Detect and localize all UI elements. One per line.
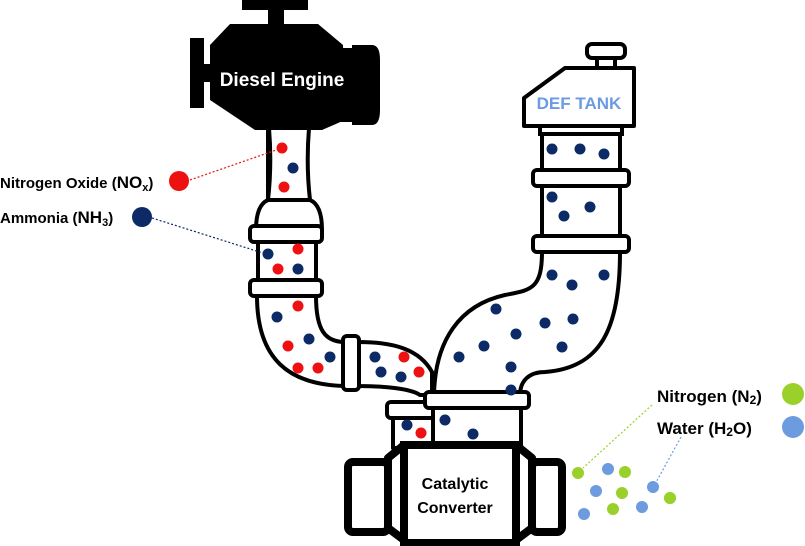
def-supply-pipe bbox=[423, 126, 631, 450]
nox-particle bbox=[415, 427, 427, 439]
catalytic-converter-icon: Catalytic Converter bbox=[344, 441, 566, 546]
ammonia-particle bbox=[539, 317, 551, 329]
nox-particle bbox=[413, 366, 425, 378]
legend-nox: Nitrogen Oxide (NOx) bbox=[0, 171, 189, 194]
def-tank-icon: DEF TANK bbox=[522, 42, 636, 136]
legend-ammonia: Ammonia (NH3) bbox=[0, 207, 152, 229]
legend-nox-name: Nitrogen Oxide bbox=[0, 175, 108, 192]
ammonia-particle bbox=[490, 303, 502, 315]
ammonia-particle bbox=[401, 419, 413, 431]
ammonia-particle bbox=[439, 414, 451, 426]
ammonia-particle bbox=[566, 279, 578, 291]
ammonia-particle bbox=[505, 384, 517, 396]
nox-particle bbox=[312, 362, 324, 374]
nox-particle bbox=[292, 362, 304, 374]
legend-nitrogen-name: Nitrogen bbox=[657, 387, 727, 406]
engine-exhaust-pipe bbox=[248, 126, 439, 450]
nitrogen-particle bbox=[664, 492, 676, 504]
svg-text:Nitrogen Oxide (NOx): Nitrogen Oxide (NOx) bbox=[0, 173, 153, 194]
water-particle bbox=[636, 501, 648, 513]
ammonia-particle bbox=[546, 269, 558, 281]
svg-text:Ammonia (NH3): Ammonia (NH3) bbox=[0, 208, 113, 229]
svg-text:Nitrogen (N2): Nitrogen (N2) bbox=[657, 387, 762, 407]
nox-particle bbox=[272, 263, 284, 275]
nitrogen-leader-line bbox=[582, 404, 653, 469]
nitrogen-particle bbox=[572, 467, 584, 479]
ammonia-particle bbox=[598, 269, 610, 281]
ammonia-particle bbox=[546, 143, 558, 155]
ammonia-particle bbox=[574, 143, 586, 155]
ammonia-particle bbox=[287, 162, 299, 174]
nox-particle bbox=[282, 340, 294, 352]
nox-particle bbox=[398, 351, 410, 363]
ammonia-particle bbox=[324, 351, 336, 363]
ammonia-particle bbox=[369, 351, 381, 363]
legend-nitrogen-formula: N bbox=[737, 387, 749, 406]
ammonia-particle bbox=[505, 361, 517, 373]
water-legend-dot bbox=[782, 416, 804, 438]
nitrogen-particle bbox=[619, 466, 631, 478]
particles-layer bbox=[262, 142, 676, 520]
ammonia-particle bbox=[598, 148, 610, 160]
nox-particle bbox=[292, 300, 304, 312]
water-particle bbox=[647, 481, 659, 493]
ammonia-particle bbox=[292, 263, 304, 275]
ammonia-particle bbox=[467, 428, 479, 440]
legend-ammonia-formula: NH bbox=[78, 208, 103, 227]
diesel-engine-icon: Diesel Engine bbox=[190, 0, 380, 130]
def-pipe-coupling-2 bbox=[531, 234, 631, 254]
nitrogen-particle bbox=[616, 487, 628, 499]
nox-legend-dot bbox=[169, 171, 189, 191]
nox-leader-line bbox=[189, 147, 283, 181]
ammonia-particle bbox=[556, 341, 568, 353]
ammonia-particle bbox=[271, 311, 283, 323]
ammonia-particle bbox=[478, 340, 490, 352]
ammonia-particle bbox=[558, 210, 570, 222]
ammonia-particle bbox=[584, 201, 596, 213]
legend-nitrogen: Nitrogen (N2) bbox=[657, 383, 804, 407]
engine-label: Diesel Engine bbox=[220, 70, 345, 91]
nox-particle bbox=[292, 243, 304, 255]
engine-pipe-coupling-1 bbox=[248, 224, 324, 244]
water-particle bbox=[578, 508, 590, 520]
engine-pipe-reducer bbox=[254, 198, 324, 232]
ammonia-legend-dot bbox=[132, 207, 152, 227]
ammonia-particle bbox=[395, 371, 407, 383]
nox-particle bbox=[278, 181, 290, 193]
def-pipe-coupling-1 bbox=[531, 168, 631, 188]
water-particle bbox=[602, 463, 614, 475]
engine-pipe-section bbox=[256, 240, 318, 284]
water-particle bbox=[590, 485, 602, 497]
svg-text:Water (H2O): Water (H2O) bbox=[657, 419, 752, 439]
engine-pipe-coupling-3 bbox=[341, 334, 361, 392]
def-pipe-elbow bbox=[432, 250, 622, 397]
converter-label-line1: Catalytic bbox=[422, 476, 489, 493]
ammonia-particle bbox=[453, 351, 465, 363]
water-leader-line bbox=[653, 436, 682, 487]
nitrogen-particle bbox=[607, 503, 619, 515]
def-tank-label: DEF TANK bbox=[537, 94, 622, 113]
ammonia-particle bbox=[546, 191, 558, 203]
converter-label-line2: Converter bbox=[417, 500, 493, 517]
ammonia-particle bbox=[510, 328, 522, 340]
legend-water-name: Water bbox=[657, 419, 704, 438]
nox-particle bbox=[276, 142, 288, 154]
engine-pipe-coupling-2 bbox=[248, 278, 324, 298]
legend-water-formula: H bbox=[714, 419, 726, 438]
nitrogen-legend-dot bbox=[782, 383, 804, 405]
legend-nox-formula: NO bbox=[117, 173, 143, 192]
ammonia-particle bbox=[262, 248, 274, 260]
legend-ammonia-name: Ammonia bbox=[0, 210, 69, 227]
ammonia-particle bbox=[567, 313, 579, 325]
legend-water: Water (H2O) bbox=[657, 416, 804, 439]
ammonia-particle bbox=[303, 333, 315, 345]
ammonia-particle bbox=[375, 366, 387, 378]
